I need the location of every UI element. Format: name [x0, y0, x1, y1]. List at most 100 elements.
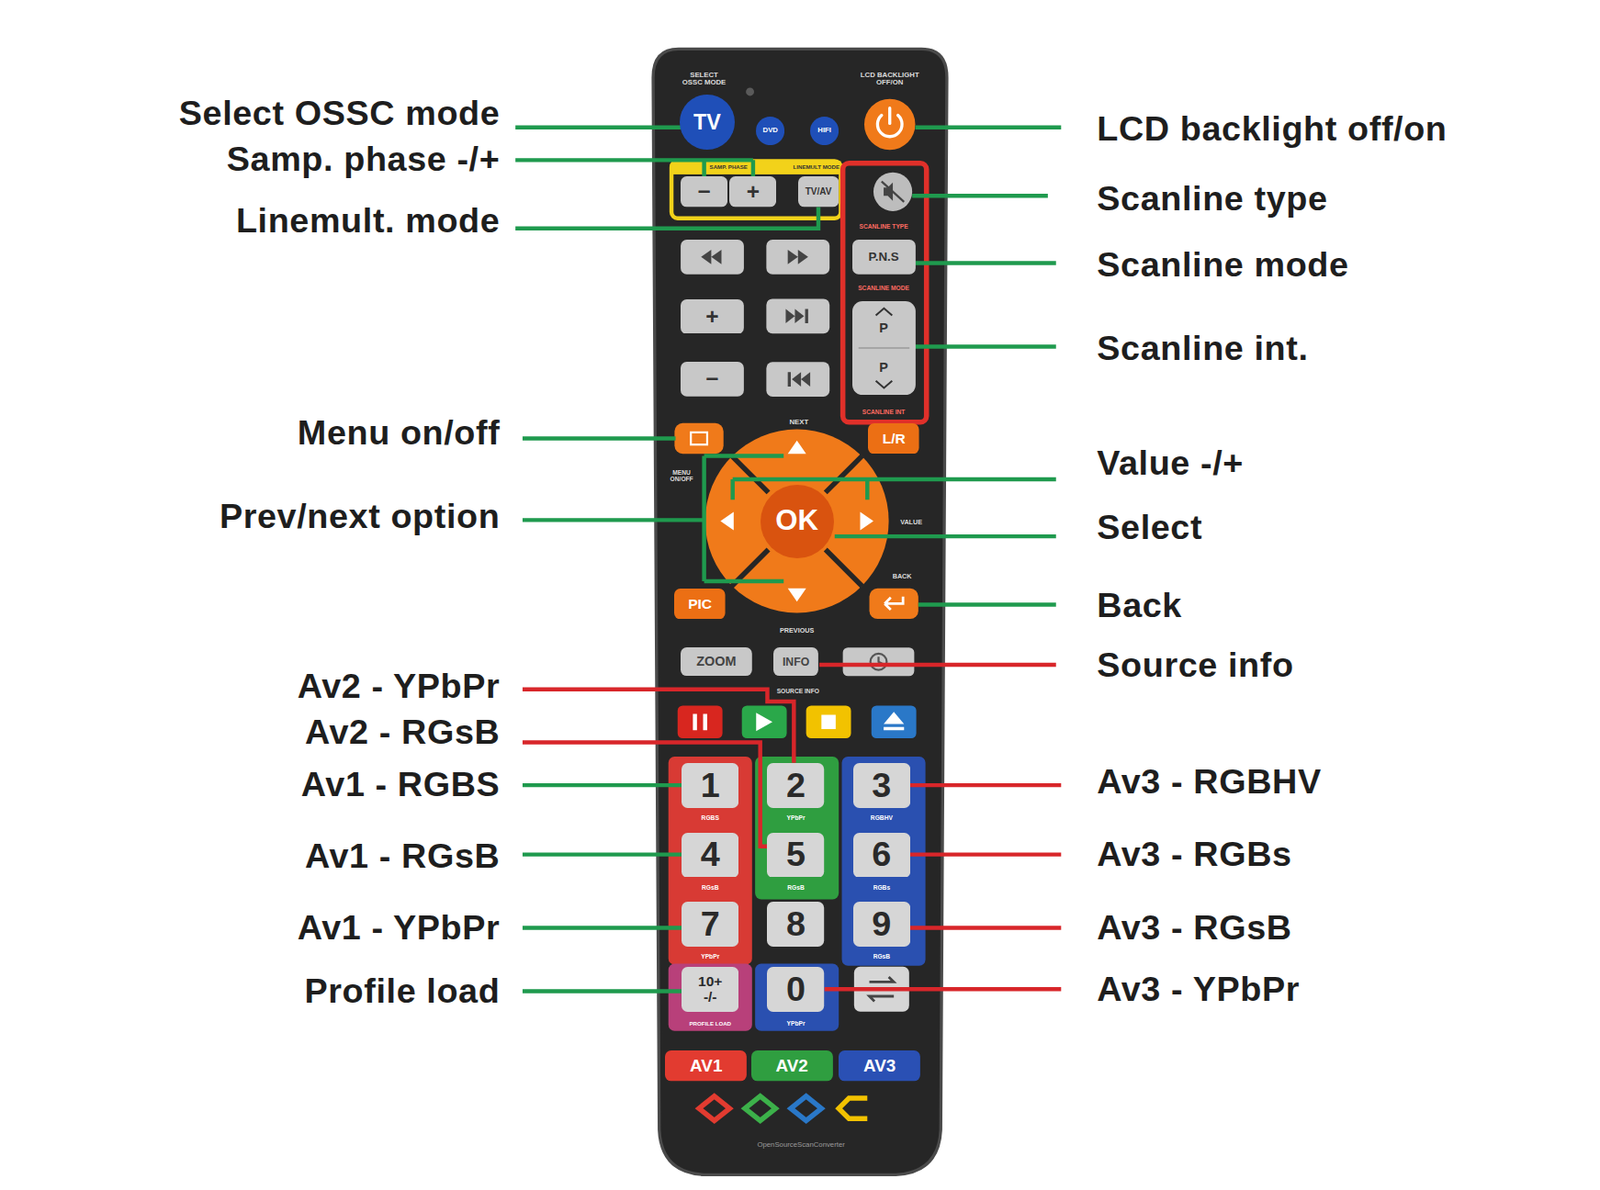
- leader-line: [819, 663, 1057, 667]
- scanline-int-rocker: PP: [852, 301, 916, 395]
- zone-caption: YPbPr: [787, 1021, 806, 1028]
- linemult-button: TV/AV: [798, 176, 839, 207]
- forward-icon: [788, 249, 809, 265]
- stop-icon: [821, 714, 836, 730]
- button-face: [760, 484, 834, 559]
- stop-button: [806, 705, 852, 739]
- callout-label: Av1 - RGsB: [304, 837, 500, 877]
- callout-label: Value -/+: [1096, 445, 1244, 485]
- button-text: +: [705, 304, 719, 329]
- button-text: 7: [700, 906, 721, 944]
- power-button: [864, 99, 916, 151]
- scanline-mode-button: P.N.S: [852, 239, 916, 275]
- button-text: AV1: [689, 1057, 722, 1076]
- button-text: 10+ -/-: [695, 974, 726, 1005]
- button-face: [852, 239, 916, 275]
- previous-button: [766, 361, 830, 397]
- button-caption: VALUE: [900, 518, 923, 527]
- logo-mark: [790, 1096, 822, 1122]
- logo-mark: [698, 1096, 730, 1122]
- green-leaders: [515, 127, 1061, 992]
- zone-caption: YPbPr: [787, 814, 806, 822]
- av3-zone: [754, 963, 839, 1031]
- button-shape: [852, 301, 916, 395]
- callout-label: Av2 - YPbPr: [297, 667, 501, 707]
- button-face: [852, 301, 916, 395]
- button-text: AV2: [775, 1057, 808, 1076]
- chevron-down: [875, 380, 892, 388]
- clock-icon: [878, 656, 883, 665]
- callout-label: Av1 - RGBS: [301, 766, 501, 806]
- arrow-left: [720, 511, 733, 530]
- callout-label: Source info: [1096, 647, 1294, 687]
- button-face: [729, 176, 777, 207]
- leader-line: [824, 987, 1062, 992]
- button-text: AV3: [863, 1057, 896, 1076]
- arrow-up: [788, 440, 807, 454]
- leader-line: [522, 989, 682, 993]
- number-button: 8: [766, 901, 824, 947]
- zone-caption: RGBs: [873, 884, 891, 891]
- button-text: P.N.S: [868, 250, 900, 264]
- red-leaders: [522, 664, 1061, 990]
- zone-caption: RGBHV: [870, 814, 893, 822]
- button-face: [773, 647, 819, 677]
- button-caption: NEXT: [789, 418, 810, 428]
- leader-line: [522, 742, 770, 846]
- button-caption: MENU ON/OFF: [668, 468, 696, 483]
- button-text: 5: [786, 836, 806, 874]
- number-button: 2: [766, 763, 824, 809]
- zone-caption: SCANLINE INT: [862, 408, 906, 416]
- leader-line: [914, 260, 1056, 265]
- number-button: 5: [766, 833, 824, 879]
- zone-caption: SAMP. PHASE: [709, 164, 748, 171]
- callout-label: Linemult. mode: [236, 202, 500, 241]
- button-face: [680, 176, 728, 207]
- leader-line: [914, 125, 1061, 130]
- source-button: HIFI: [810, 116, 839, 146]
- rewind-icon: [700, 249, 722, 265]
- button-text: DVD: [763, 126, 778, 135]
- profile-zone: [668, 963, 753, 1031]
- button-text: P: [878, 321, 889, 336]
- leader-line: [515, 206, 819, 228]
- number-button: 1: [681, 763, 739, 809]
- button-face: [680, 299, 744, 335]
- logo-mark: [838, 1098, 868, 1119]
- callout-label: Av1 - YPbPr: [297, 909, 501, 948]
- callout-label: Prev/next option: [219, 497, 500, 537]
- back-button: [869, 588, 919, 620]
- mute-button: [873, 172, 913, 212]
- button-text: 3: [871, 767, 891, 805]
- button-text: 6: [871, 836, 891, 874]
- button-text: 2: [786, 767, 806, 805]
- button-text: 0: [786, 971, 806, 1009]
- back-icon: [884, 597, 903, 610]
- orange-button: PIC: [674, 588, 726, 620]
- leader-line: [522, 436, 677, 440]
- callout-label: Av3 - RGsB: [1096, 909, 1292, 948]
- button-text: +: [746, 180, 760, 204]
- leader-line: [918, 602, 1057, 607]
- number-button: 10+ -/-: [681, 967, 739, 1013]
- button-face: [674, 588, 726, 620]
- button-face: [679, 94, 735, 150]
- clock-button: [843, 647, 915, 677]
- next-icon: [785, 308, 808, 324]
- function-button: ZOOM: [680, 647, 753, 677]
- av3-zone: [842, 756, 926, 967]
- button-face: [681, 967, 739, 1013]
- button-text: PIC: [687, 597, 712, 612]
- button-face: [755, 116, 785, 146]
- mute-icon: [881, 181, 904, 203]
- button-text: OK: [775, 506, 819, 537]
- logo-mark: [744, 1096, 776, 1122]
- zone-caption: RGsB: [873, 953, 891, 960]
- pause-icon: [692, 713, 708, 731]
- av-button: AV1: [664, 1050, 747, 1082]
- menu-icon: [690, 432, 708, 445]
- leader-line: [912, 193, 1048, 198]
- previous-icon: [788, 371, 811, 387]
- brand-text: OpenSourceScanConverter: [756, 1140, 845, 1150]
